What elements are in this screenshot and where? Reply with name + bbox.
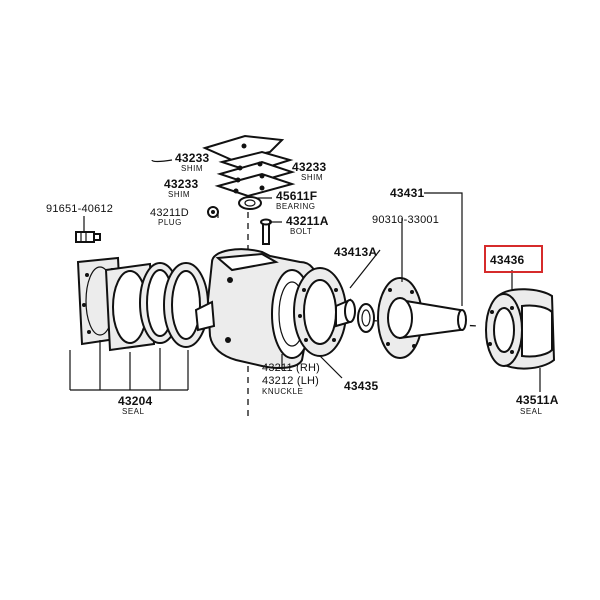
bushing-part bbox=[335, 298, 356, 328]
bearing-text: BEARING bbox=[276, 202, 316, 211]
bushing-number: 43413A bbox=[334, 245, 377, 259]
bolt-number: 43211A bbox=[286, 214, 329, 228]
bolt-part bbox=[260, 218, 272, 245]
leader-lines bbox=[69, 192, 541, 392]
stud-part bbox=[75, 231, 101, 243]
shim-a-number: 43233 bbox=[175, 151, 209, 165]
highlight-box bbox=[484, 245, 543, 273]
plug-part bbox=[207, 206, 219, 218]
knuckle-number-rh: 43211 (RH) bbox=[262, 362, 320, 374]
plug-text: PLUG bbox=[158, 218, 182, 227]
stud-number: 91651-40612 bbox=[46, 203, 113, 215]
outer-seal-number: 43511A bbox=[516, 393, 559, 407]
shim-leader-line bbox=[151, 159, 173, 163]
bearing-number: 45611F bbox=[276, 189, 317, 203]
knuckle-body bbox=[194, 248, 318, 369]
bolt-text: BOLT bbox=[290, 227, 312, 236]
shim-a-text: SHIM bbox=[181, 164, 203, 173]
knuckle-number-lh: 43212 (LH) bbox=[262, 375, 319, 387]
gasket-number: 43435 bbox=[344, 379, 378, 393]
spindle-number: 43431 bbox=[390, 186, 424, 200]
knuckle-text: KNUCKLE bbox=[262, 387, 303, 396]
hub-number: 43436 bbox=[490, 253, 524, 267]
gasket-part bbox=[293, 267, 347, 357]
plug-number: 43211D bbox=[150, 207, 189, 219]
shim-c-number: 43233 bbox=[164, 177, 198, 191]
shim-plate-top bbox=[202, 134, 285, 162]
seal-group-text: SEAL bbox=[122, 407, 145, 416]
bearing-part bbox=[238, 196, 262, 210]
spindle-seal-number: 90310-33001 bbox=[372, 214, 439, 226]
seal-ring-4 bbox=[163, 262, 209, 348]
outer-seal-text: SEAL bbox=[520, 407, 543, 416]
seal-group-number: 43204 bbox=[118, 394, 152, 408]
shim-c-text: SHIM bbox=[168, 190, 190, 199]
hub-part bbox=[485, 288, 556, 370]
shim-b-text: SHIM bbox=[301, 173, 323, 182]
spindle-part bbox=[377, 277, 467, 359]
shim-b-number: 43233 bbox=[292, 160, 326, 174]
shim-stack bbox=[214, 150, 296, 198]
spindle-seal-ring bbox=[357, 303, 375, 333]
